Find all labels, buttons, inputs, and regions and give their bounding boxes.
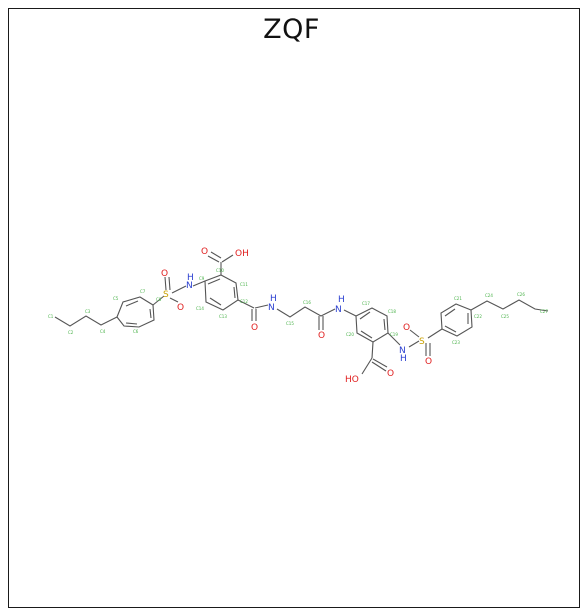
oxygen-atom: O bbox=[177, 303, 184, 313]
svg-text:C23: C23 bbox=[452, 340, 460, 345]
nitrogen-atom: N bbox=[268, 303, 275, 313]
left-sulfonyl: S O O N H bbox=[152, 269, 194, 313]
hydrogen-atom: H bbox=[338, 295, 345, 305]
oxygen-atom: O bbox=[387, 369, 394, 379]
svg-text:C15: C15 bbox=[286, 321, 294, 326]
oxygen-atom: O bbox=[318, 331, 325, 341]
right-butyl-chain bbox=[470, 299, 549, 312]
oxygen-atom: O bbox=[161, 269, 168, 279]
sulfur-atom: S bbox=[419, 337, 425, 347]
svg-text:C27: C27 bbox=[540, 309, 548, 314]
svg-text:C13: C13 bbox=[219, 314, 227, 319]
right-sulfonyl: S O O bbox=[403, 323, 443, 367]
svg-text:C11: C11 bbox=[240, 282, 248, 287]
svg-text:C14: C14 bbox=[196, 306, 204, 311]
svg-text:C2: C2 bbox=[68, 330, 74, 335]
hydrogen-atom: H bbox=[187, 273, 194, 283]
right-phenyl-ring bbox=[440, 303, 473, 337]
nitrogen-atom: N bbox=[399, 346, 406, 356]
left-butyl-chain bbox=[54, 315, 118, 327]
svg-text:C10: C10 bbox=[216, 268, 224, 273]
hydroxyl-atom: HO bbox=[345, 375, 359, 385]
svg-text:C26: C26 bbox=[517, 292, 525, 297]
right-central-ring: HO O N H bbox=[343, 307, 407, 385]
svg-text:C3: C3 bbox=[85, 309, 91, 314]
sulfur-atom: S bbox=[163, 290, 169, 300]
svg-text:C22: C22 bbox=[474, 314, 482, 319]
svg-text:C7: C7 bbox=[140, 289, 146, 294]
svg-text:C18: C18 bbox=[388, 309, 396, 314]
svg-text:C16: C16 bbox=[303, 300, 311, 305]
svg-text:C6: C6 bbox=[133, 329, 139, 334]
svg-text:C19: C19 bbox=[390, 332, 398, 337]
svg-text:C8: C8 bbox=[156, 297, 162, 302]
oxygen-atom: O bbox=[403, 323, 410, 333]
oxygen-atom: O bbox=[425, 357, 432, 367]
atom-index-labels: C1 C2 C3 C4 C5 C6 C7 C8 C9 C10 C11 C12 C… bbox=[48, 268, 548, 345]
svg-text:C1: C1 bbox=[48, 314, 54, 319]
hydroxyl-atom: OH bbox=[235, 249, 249, 259]
left-central-ring: O OH O N H bbox=[192, 247, 277, 333]
hydrogen-atom: H bbox=[270, 294, 277, 304]
svg-text:C21: C21 bbox=[454, 296, 462, 301]
linker-chain: O N H bbox=[276, 295, 345, 341]
hydrogen-atom: H bbox=[400, 354, 407, 364]
svg-text:C24: C24 bbox=[485, 293, 493, 298]
svg-text:C17: C17 bbox=[362, 301, 370, 306]
svg-text:C4: C4 bbox=[100, 329, 106, 334]
molecule-diagram: S O O N H O OH O N H O N H bbox=[48, 247, 549, 385]
nitrogen-atom: N bbox=[186, 281, 193, 291]
svg-text:C5: C5 bbox=[113, 296, 119, 301]
canvas-frame bbox=[8, 8, 580, 608]
page-title: ZQF bbox=[263, 14, 320, 45]
oxygen-atom: O bbox=[201, 247, 208, 257]
svg-text:C20: C20 bbox=[346, 332, 354, 337]
oxygen-atom: O bbox=[251, 323, 258, 333]
svg-text:C12: C12 bbox=[240, 299, 248, 304]
svg-text:C9: C9 bbox=[199, 276, 205, 281]
svg-text:C25: C25 bbox=[501, 314, 509, 319]
left-phenyl-ring bbox=[116, 296, 155, 328]
nitrogen-atom: N bbox=[335, 305, 342, 315]
